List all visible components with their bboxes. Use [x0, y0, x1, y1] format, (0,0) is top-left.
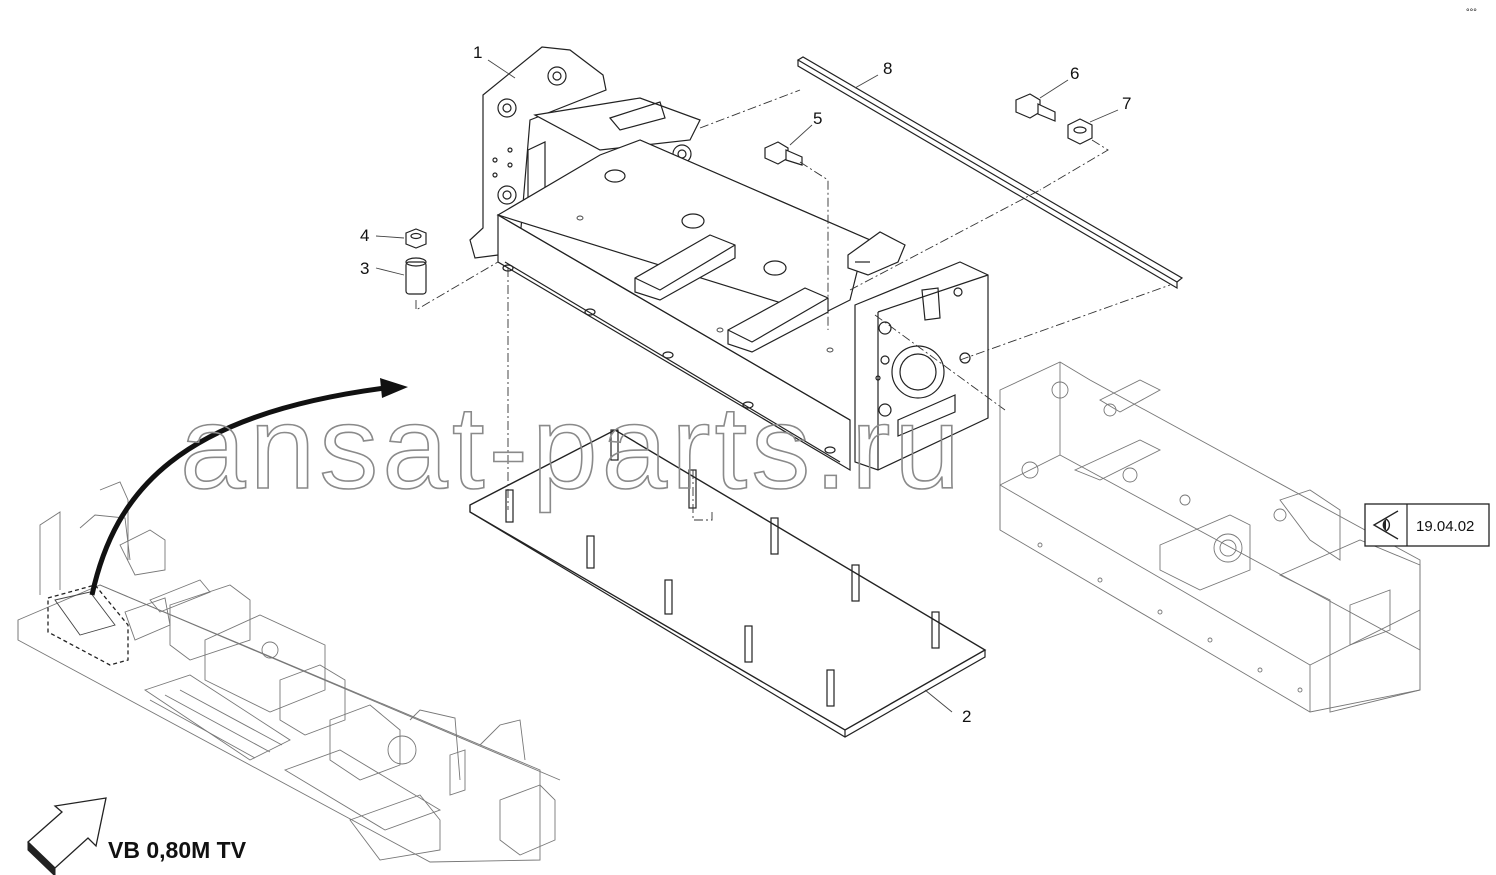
spacer-sleeve-part [405, 257, 427, 295]
bolt-part-5 [764, 141, 803, 166]
callout-8: 8 [883, 59, 892, 78]
watermark: ansat-parts.ru [180, 382, 964, 514]
callout-2: 2 [962, 707, 971, 726]
model-caption: VB 0,80M TV [108, 837, 247, 863]
nut-part-7 [1067, 118, 1093, 145]
direction-arrow-icon [27, 797, 107, 875]
callout-1: 1 [473, 43, 482, 62]
base-plate-part [469, 429, 987, 738]
assembled-frame-view [999, 361, 1421, 713]
nut-part-4 [405, 228, 427, 249]
bolt-part-6 [1015, 93, 1056, 122]
reference-number: 19.04.02 [1416, 518, 1474, 535]
view-eye-icon [1372, 510, 1399, 540]
assembly-centerlines [415, 89, 1171, 521]
detail-highlight [47, 584, 129, 666]
callout-3: 3 [360, 259, 369, 278]
curved-arrow [89, 378, 408, 596]
callout-6: 6 [1070, 64, 1079, 83]
reference-box: 19.04.02 [1364, 503, 1490, 547]
callout-7: 7 [1122, 94, 1131, 113]
callout-leaders [375, 59, 1119, 713]
strip-part-8 [796, 56, 1184, 290]
callout-4: 4 [360, 226, 369, 245]
callout-5: 5 [813, 109, 822, 128]
stud-bolts [505, 429, 940, 707]
corner-mark: °°° [1466, 7, 1477, 17]
main-frame-part [469, 46, 989, 472]
screed-overview [17, 481, 561, 863]
